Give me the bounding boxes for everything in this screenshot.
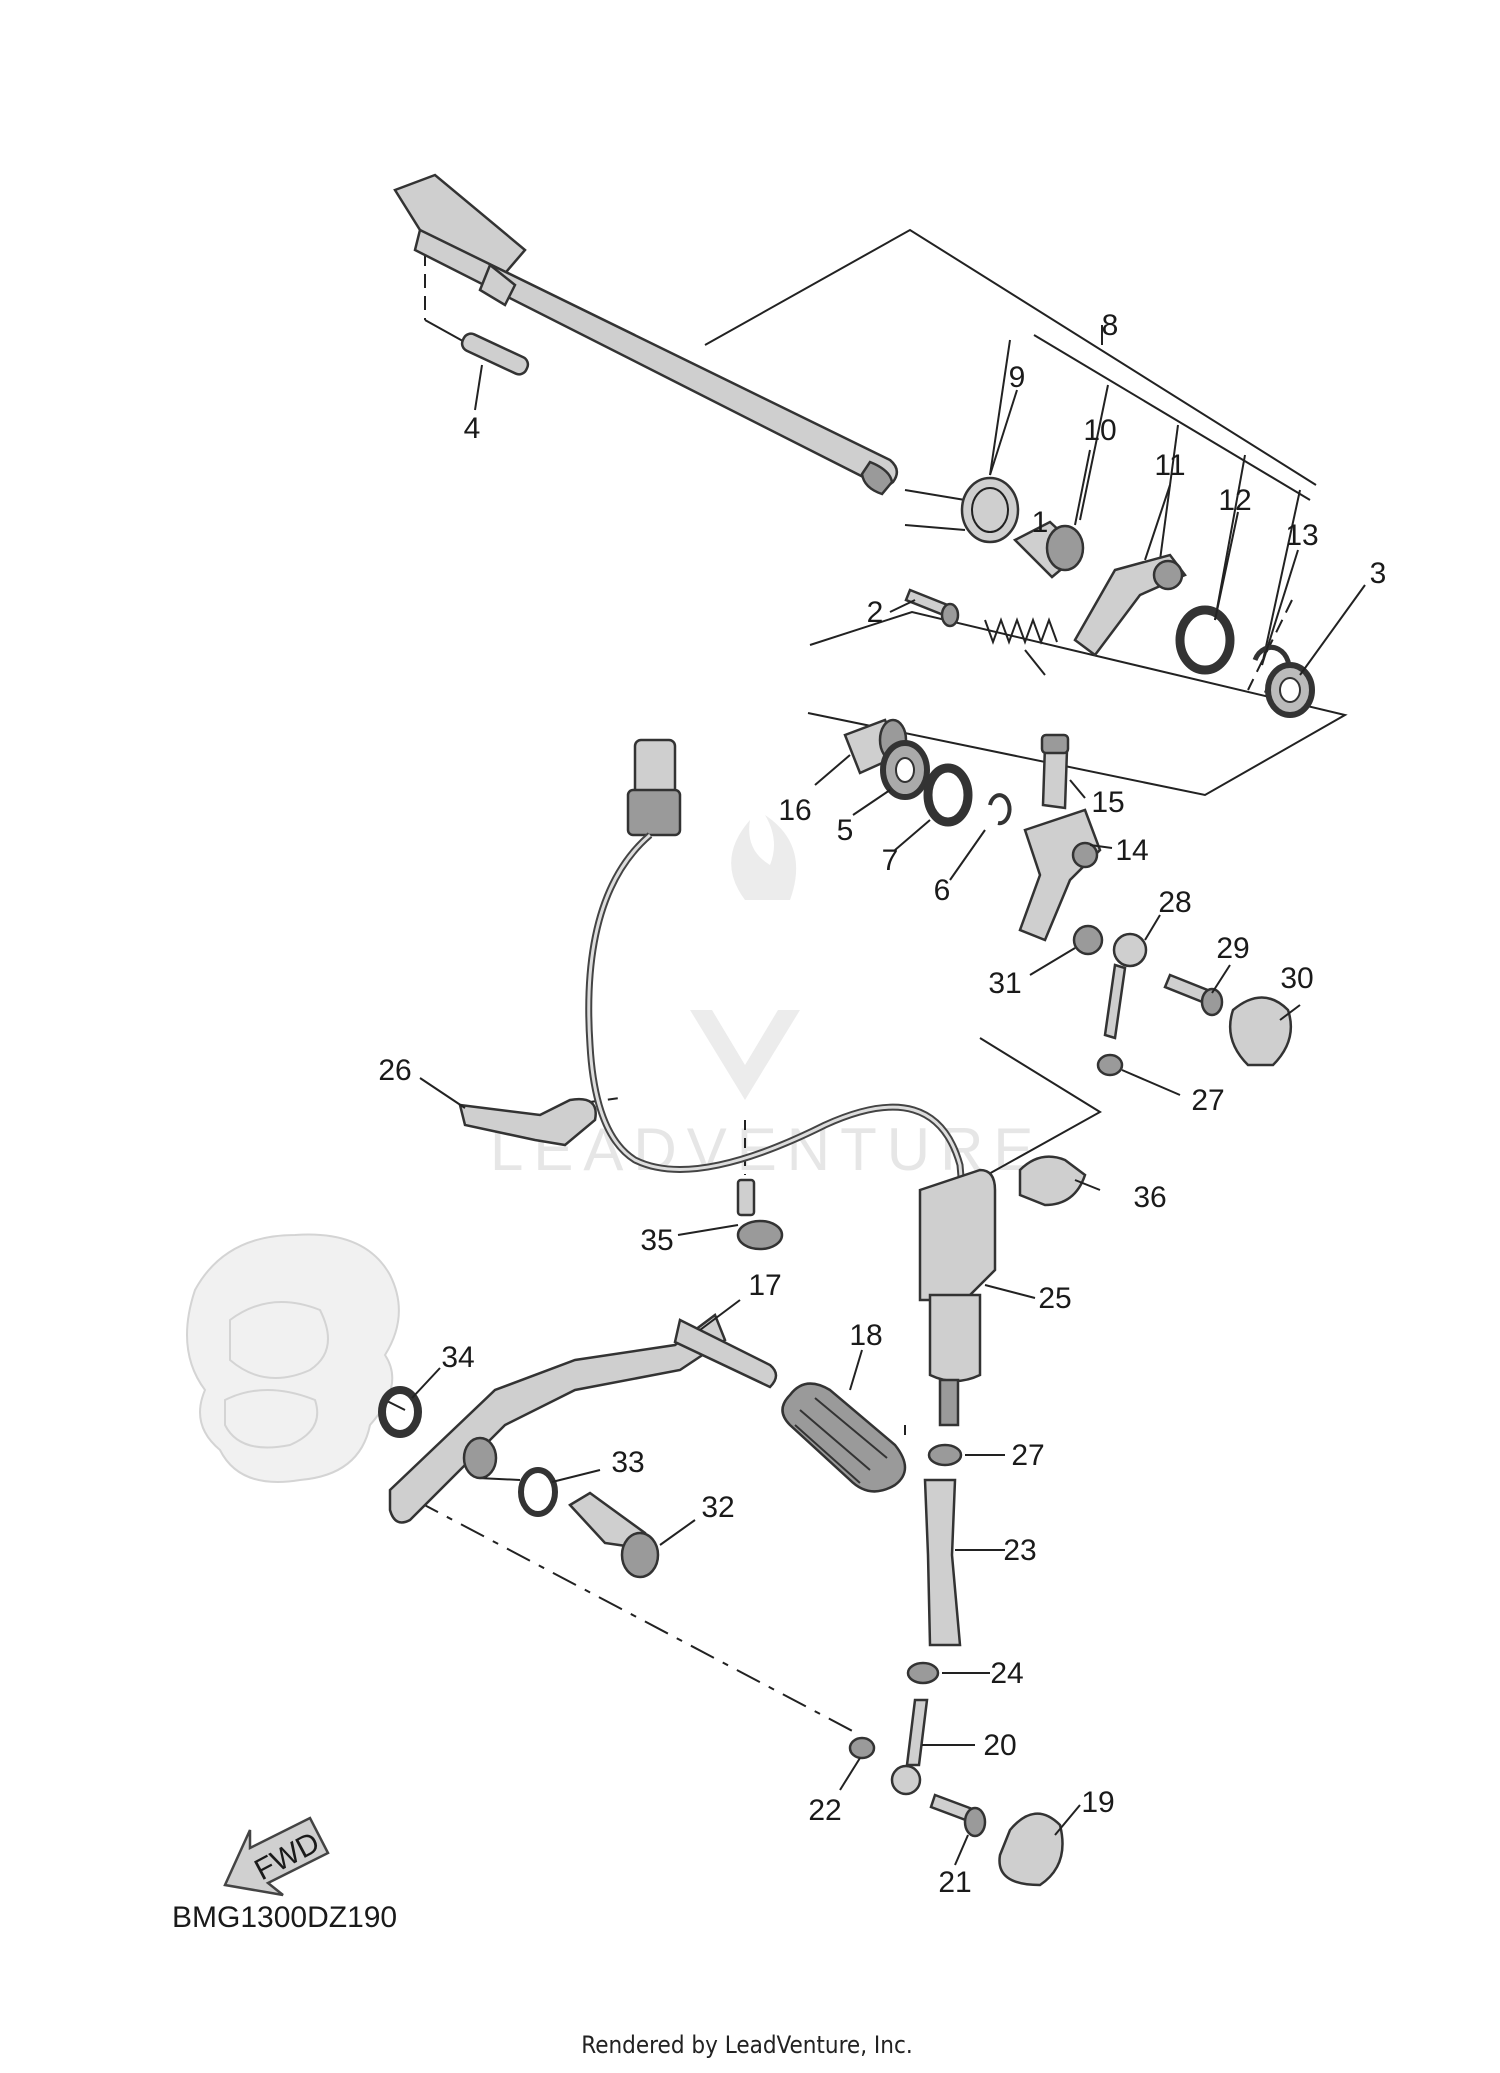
footer-credit: Rendered by LeadVenture, Inc. (581, 2031, 912, 2059)
leader-lines (411, 325, 1366, 1866)
shift-sensor-25[interactable] (918, 1168, 997, 1427)
callout-20: 20 (983, 1729, 1016, 1762)
cap-19[interactable] (998, 1812, 1064, 1887)
callout-13: 13 (1285, 519, 1318, 552)
callout-36: 36 (1133, 1181, 1166, 1214)
sensor-cable[interactable] (585, 738, 969, 1226)
dowel-pin[interactable] (459, 331, 530, 377)
engine-case-ghost (186, 1233, 400, 1483)
fwd-arrow: FWD (223, 1816, 330, 1897)
callout-16: 16 (778, 794, 811, 827)
callout-11: 11 (1154, 449, 1185, 482)
callout-3: 3 (1370, 557, 1387, 590)
clamp-26[interactable] (458, 1097, 597, 1147)
circlip-6[interactable] (988, 793, 1012, 826)
callout-14: 14 (1115, 834, 1148, 867)
rod-end-28[interactable] (1103, 932, 1148, 1040)
callout-23: 23 (1003, 1534, 1036, 1567)
callout-17: 17 (748, 1269, 781, 1302)
nut-22[interactable] (848, 1736, 876, 1760)
torsion-spring[interactable] (904, 476, 1020, 544)
nut-24[interactable] (906, 1661, 940, 1685)
clip-36[interactable] (1018, 1155, 1087, 1207)
callout-22: 22 (808, 1794, 841, 1827)
cap-30[interactable] (1228, 996, 1293, 1067)
shift-shaft[interactable] (393, 173, 899, 496)
callout-6: 6 (934, 874, 951, 907)
callout-2: 2 (867, 596, 884, 629)
callout-18: 18 (849, 1319, 882, 1352)
callout-10: 10 (1083, 414, 1116, 447)
nut-27-lower[interactable] (927, 1443, 963, 1467)
callout-5: 5 (837, 814, 854, 847)
callout-26: 26 (378, 1054, 411, 1087)
callout-28: 28 (1158, 886, 1191, 919)
callout-35: 35 (640, 1224, 673, 1257)
spring-1[interactable] (984, 617, 1058, 645)
washer-7[interactable] (923, 763, 973, 827)
pivot-bolt-32[interactable] (568, 1491, 660, 1579)
bolt-29[interactable] (1163, 973, 1224, 1017)
nut-27-upper[interactable] (1096, 1053, 1124, 1077)
callout-7: 7 (882, 844, 899, 877)
callout-4: 4 (464, 412, 481, 445)
oil-seal-5[interactable] (880, 740, 930, 800)
callout-labels: 1 2 3 4 5 6 7 8 9 10 11 12 13 14 15 16 1… (378, 309, 1386, 1899)
bolt-21[interactable] (929, 1793, 987, 1838)
callout-31: 31 (988, 967, 1021, 1000)
washer-12[interactable] (1175, 605, 1235, 675)
nut-31[interactable] (1072, 924, 1104, 956)
bolt-15[interactable] (1040, 733, 1070, 810)
grommet-35[interactable] (736, 1178, 784, 1251)
callout-8: 8 (1102, 309, 1119, 342)
callout-33: 33 (611, 1446, 644, 1479)
rod-23[interactable] (923, 1478, 962, 1647)
callout-32: 32 (701, 1491, 734, 1524)
callout-24: 24 (990, 1657, 1023, 1690)
callout-27-lower: 27 (1011, 1439, 1044, 1472)
washer-34[interactable] (378, 1386, 422, 1438)
callout-25: 25 (1038, 1282, 1071, 1315)
collar[interactable] (1012, 520, 1085, 579)
callout-12: 12 (1218, 484, 1251, 517)
callout-21: 21 (938, 1866, 971, 1899)
callout-9: 9 (1009, 361, 1026, 394)
callout-15: 15 (1091, 786, 1124, 819)
callout-34: 34 (441, 1341, 474, 1374)
callout-27-upper: 27 (1191, 1084, 1224, 1117)
shift-lever-14[interactable] (1018, 808, 1102, 942)
bolt-2[interactable] (904, 588, 960, 628)
callout-1: 1 (1032, 506, 1049, 539)
pedal-rubber-18[interactable] (781, 1382, 907, 1493)
callout-29: 29 (1216, 932, 1249, 965)
diagram-code: BMG1300DZ190 (172, 1901, 397, 1934)
o-ring-33[interactable] (518, 1467, 558, 1517)
shift-arm[interactable] (1073, 553, 1187, 657)
oil-seal-3[interactable] (1265, 662, 1315, 718)
shift-pedal-17[interactable] (388, 1313, 778, 1524)
rod-end-20[interactable] (890, 1698, 929, 1796)
callout-19: 19 (1081, 1786, 1114, 1819)
callout-30: 30 (1280, 962, 1313, 995)
